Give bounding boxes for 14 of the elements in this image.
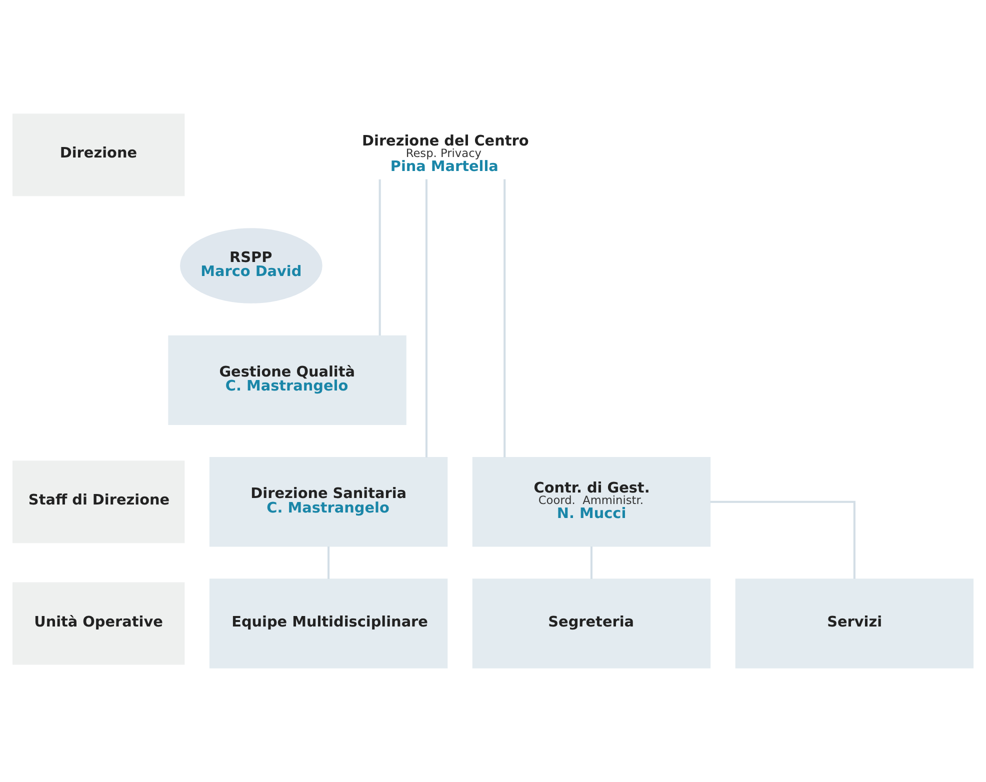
- connector: [504, 179, 506, 458]
- connector: [425, 179, 428, 458]
- node-box: Servizi: [735, 578, 974, 668]
- node-text: Direzione del Centro Resp. Privacy Pina Martella: [362, 133, 529, 176]
- connector: [590, 546, 592, 579]
- node-box: Segreteria: [472, 578, 711, 668]
- node-box: Equipe Multidisciplinare: [209, 578, 448, 668]
- node-box: Gestione Qualità C. Mastrangelo: [168, 335, 406, 426]
- node-box: Contr. di Gest. Coord. Amministr. N. Mucci: [472, 457, 711, 547]
- connector: [710, 500, 856, 579]
- node-ellipse: RSPP Marco David: [180, 228, 322, 304]
- connector: [378, 179, 381, 336]
- node-box: Direzione Sanitaria C. Mastrangelo: [209, 457, 448, 547]
- connector: [328, 546, 330, 579]
